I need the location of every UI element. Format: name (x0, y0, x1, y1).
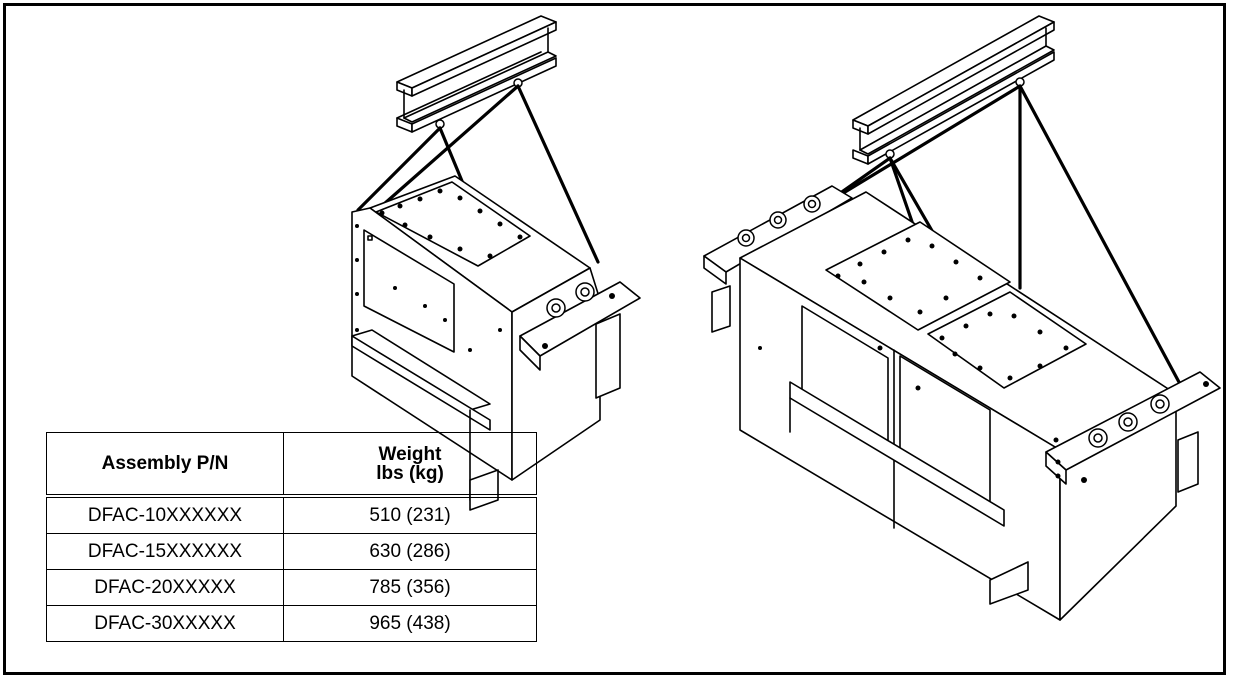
double-unit-lifting (703, 15, 1221, 621)
weight-cell: 785 (356) (283, 569, 537, 606)
header-assembly-pn: Assembly P/N (46, 432, 284, 498)
bolts-left (355, 188, 615, 352)
header-weight-line2: lbs (kg) (376, 462, 444, 484)
figure-border (3, 3, 1226, 675)
assembly-pn-cell: DFAC-15XXXXXX (46, 533, 284, 570)
weight-table: Assembly P/N Weight lbs (kg) DFAC-10XXXX… (46, 432, 537, 642)
table-row: DFAC-15XXXXXX 630 (286) (46, 533, 537, 570)
assembly-pn-cell: DFAC-10XXXXXX (46, 495, 284, 534)
table-row: DFAC-30XXXXX 965 (438) (46, 605, 537, 642)
cable-connectors-left (546, 282, 595, 318)
bolts-right (758, 237, 1209, 483)
header-weight-line1: Weight (378, 443, 442, 465)
assembly-pn-cell: DFAC-30XXXXX (46, 605, 284, 642)
weight-cell: 630 (286) (283, 533, 537, 570)
header-weight: Weight lbs (kg) (283, 432, 537, 498)
table-row: DFAC-20XXXXX 785 (356) (46, 569, 537, 606)
cable-connectors-right (737, 195, 1170, 448)
i-beam-right (852, 15, 1055, 165)
table-row: DFAC-10XXXXXX 510 (231) (46, 495, 537, 534)
weight-cell: 965 (438) (283, 605, 537, 642)
single-unit-lifting (351, 15, 641, 511)
weight-cell: 510 (231) (283, 495, 537, 534)
table-header-row: Assembly P/N Weight lbs (kg) (46, 432, 537, 498)
assembly-pn-cell: DFAC-20XXXXX (46, 569, 284, 606)
enclosure-double (703, 185, 1221, 621)
enclosure-single (351, 175, 641, 511)
i-beam-left (396, 15, 557, 133)
